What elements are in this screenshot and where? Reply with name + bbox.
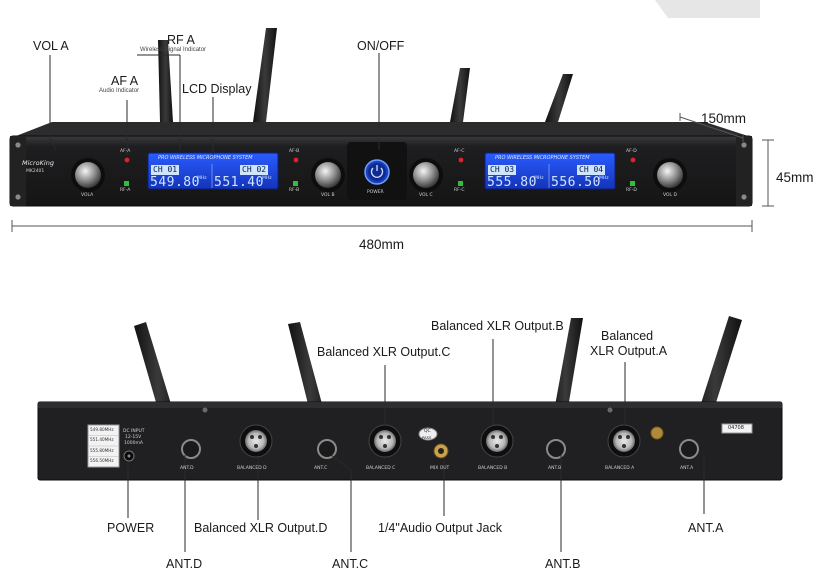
brand-logo: MicroKing [22, 159, 54, 167]
lcd-ch2-unit: MHz [262, 176, 272, 181]
knob-label-a: VOLA [81, 193, 94, 198]
power-button-art [364, 159, 390, 185]
panel-balanced-a: BALANCED A [605, 466, 635, 471]
led-label-af-b: AF-B [289, 149, 300, 154]
label-vol-a: VOL A [33, 39, 69, 53]
panel-balanced-d: BALANCED D [237, 466, 267, 471]
led-label-rf-b: RF-B [289, 188, 300, 193]
label-xlr-b: Balanced XLR Output.B [431, 319, 564, 333]
label-ant-a: ANT.A [688, 521, 724, 535]
freq-sticker-4: 556.50MHz [90, 458, 114, 463]
knob-label-b: VOL B [321, 193, 335, 198]
label-af-a: AF A [111, 74, 139, 88]
dimension-height: 45mm [776, 170, 814, 185]
panel-ant-d: ANT.D [180, 466, 194, 471]
label-ant-d: ANT.D [166, 557, 203, 571]
label-xlr-d: Balanced XLR Output.D [194, 521, 328, 535]
lcd-ch1-unit: MHz [197, 176, 207, 181]
rear-panel [37, 401, 783, 481]
power-label: POWER [367, 190, 384, 195]
model-number: MK2401 [26, 169, 45, 174]
label-lcd-display: LCD Display [182, 82, 252, 96]
led-label-af-a: AF-A [120, 149, 131, 154]
lcd-ch3-freq: 555.80 [487, 175, 537, 190]
lcd-ch3-unit: MHz [534, 176, 544, 181]
label-af-a-sub: Audio Indicator [99, 88, 140, 94]
panel-balanced-c: BALANCED C [366, 466, 396, 471]
lcd-ch4-unit: MHz [599, 176, 609, 181]
dc-input-label: DC INPUT [123, 429, 145, 434]
dimension-lines [11, 113, 774, 232]
led-label-af-c: AF-C [454, 149, 465, 154]
panel-balanced-b: BALANCED B [478, 466, 508, 471]
freq-sticker-3: 555.80MHz [90, 448, 114, 453]
lcd-ch3-tag: CH 03 [488, 165, 517, 175]
lcd-ch2-tag: CH 02 [240, 165, 269, 175]
indicator-leds [124, 157, 636, 186]
dc-current-label: 1000mA [124, 441, 143, 446]
mix-out-jack [418, 427, 449, 459]
label-audio-jack: 1/4"Audio Output Jack [378, 521, 502, 535]
lcd-screens [147, 152, 616, 190]
lcd-ch4-tag: CH 04 [577, 165, 606, 175]
led-label-rf-c: RF-C [454, 188, 465, 193]
label-xlr-a-line1: Balanced [601, 329, 654, 343]
freq-sticker-2: 551.40MHz [90, 437, 114, 442]
lcd-ch1-freq: 549.80 [150, 175, 200, 190]
label-power: POWER [107, 521, 155, 535]
dimension-width: 480mm [359, 237, 405, 252]
antenna-connectors [181, 439, 699, 459]
panel-ant-a: ANT.A [680, 466, 694, 471]
front-callouts [49, 53, 380, 155]
knob-label-c: VOL C [419, 193, 433, 198]
panel-ant-b: ANT.B [548, 466, 562, 471]
label-xlr-c: Balanced XLR Output.C [317, 345, 451, 359]
label-on-off: ON/OFF [357, 39, 405, 53]
lcd-title-2: PRO WIRELESS MICROPHONE SYSTEM [495, 155, 590, 161]
rear-callouts [127, 339, 705, 552]
serial-number: 04708 [728, 425, 744, 431]
panel-mix-out: MIX OUT [430, 466, 450, 471]
qc-label: QC [424, 429, 431, 434]
lcd-ch1-tag: CH 01 [151, 165, 180, 175]
freq-sticker-1: 549.80MHz [90, 427, 114, 432]
pass-label: PASS [422, 435, 432, 440]
front-antennas [158, 28, 573, 122]
led-label-af-d: AF-D [626, 149, 637, 154]
lcd-title-1: PRO WIRELESS MICROPHONE SYSTEM [158, 155, 253, 161]
led-label-rf-a: RF-A [120, 188, 131, 193]
dc-voltage-label: 12-15V [125, 435, 142, 440]
label-ant-b: ANT.B [545, 557, 581, 571]
led-label-rf-d: RF-D [626, 188, 637, 193]
panel-ant-c: ANT.C [314, 466, 328, 471]
dimension-depth: 150mm [701, 111, 747, 126]
label-xlr-a-line2: XLR Output.A [590, 344, 668, 358]
lcd-ch2-freq: 551.40 [214, 175, 264, 190]
label-rf-a: RF A [167, 33, 195, 47]
label-rf-a-sub: Wireless Signal Indicator [140, 47, 207, 53]
label-ant-c: ANT.C [332, 557, 369, 571]
volume-knobs [71, 158, 687, 192]
corner-fragment [655, 0, 760, 18]
xlr-connectors [239, 424, 641, 458]
lcd-ch4-freq: 556.50 [551, 175, 601, 190]
knob-label-d: VOL D [663, 193, 677, 198]
